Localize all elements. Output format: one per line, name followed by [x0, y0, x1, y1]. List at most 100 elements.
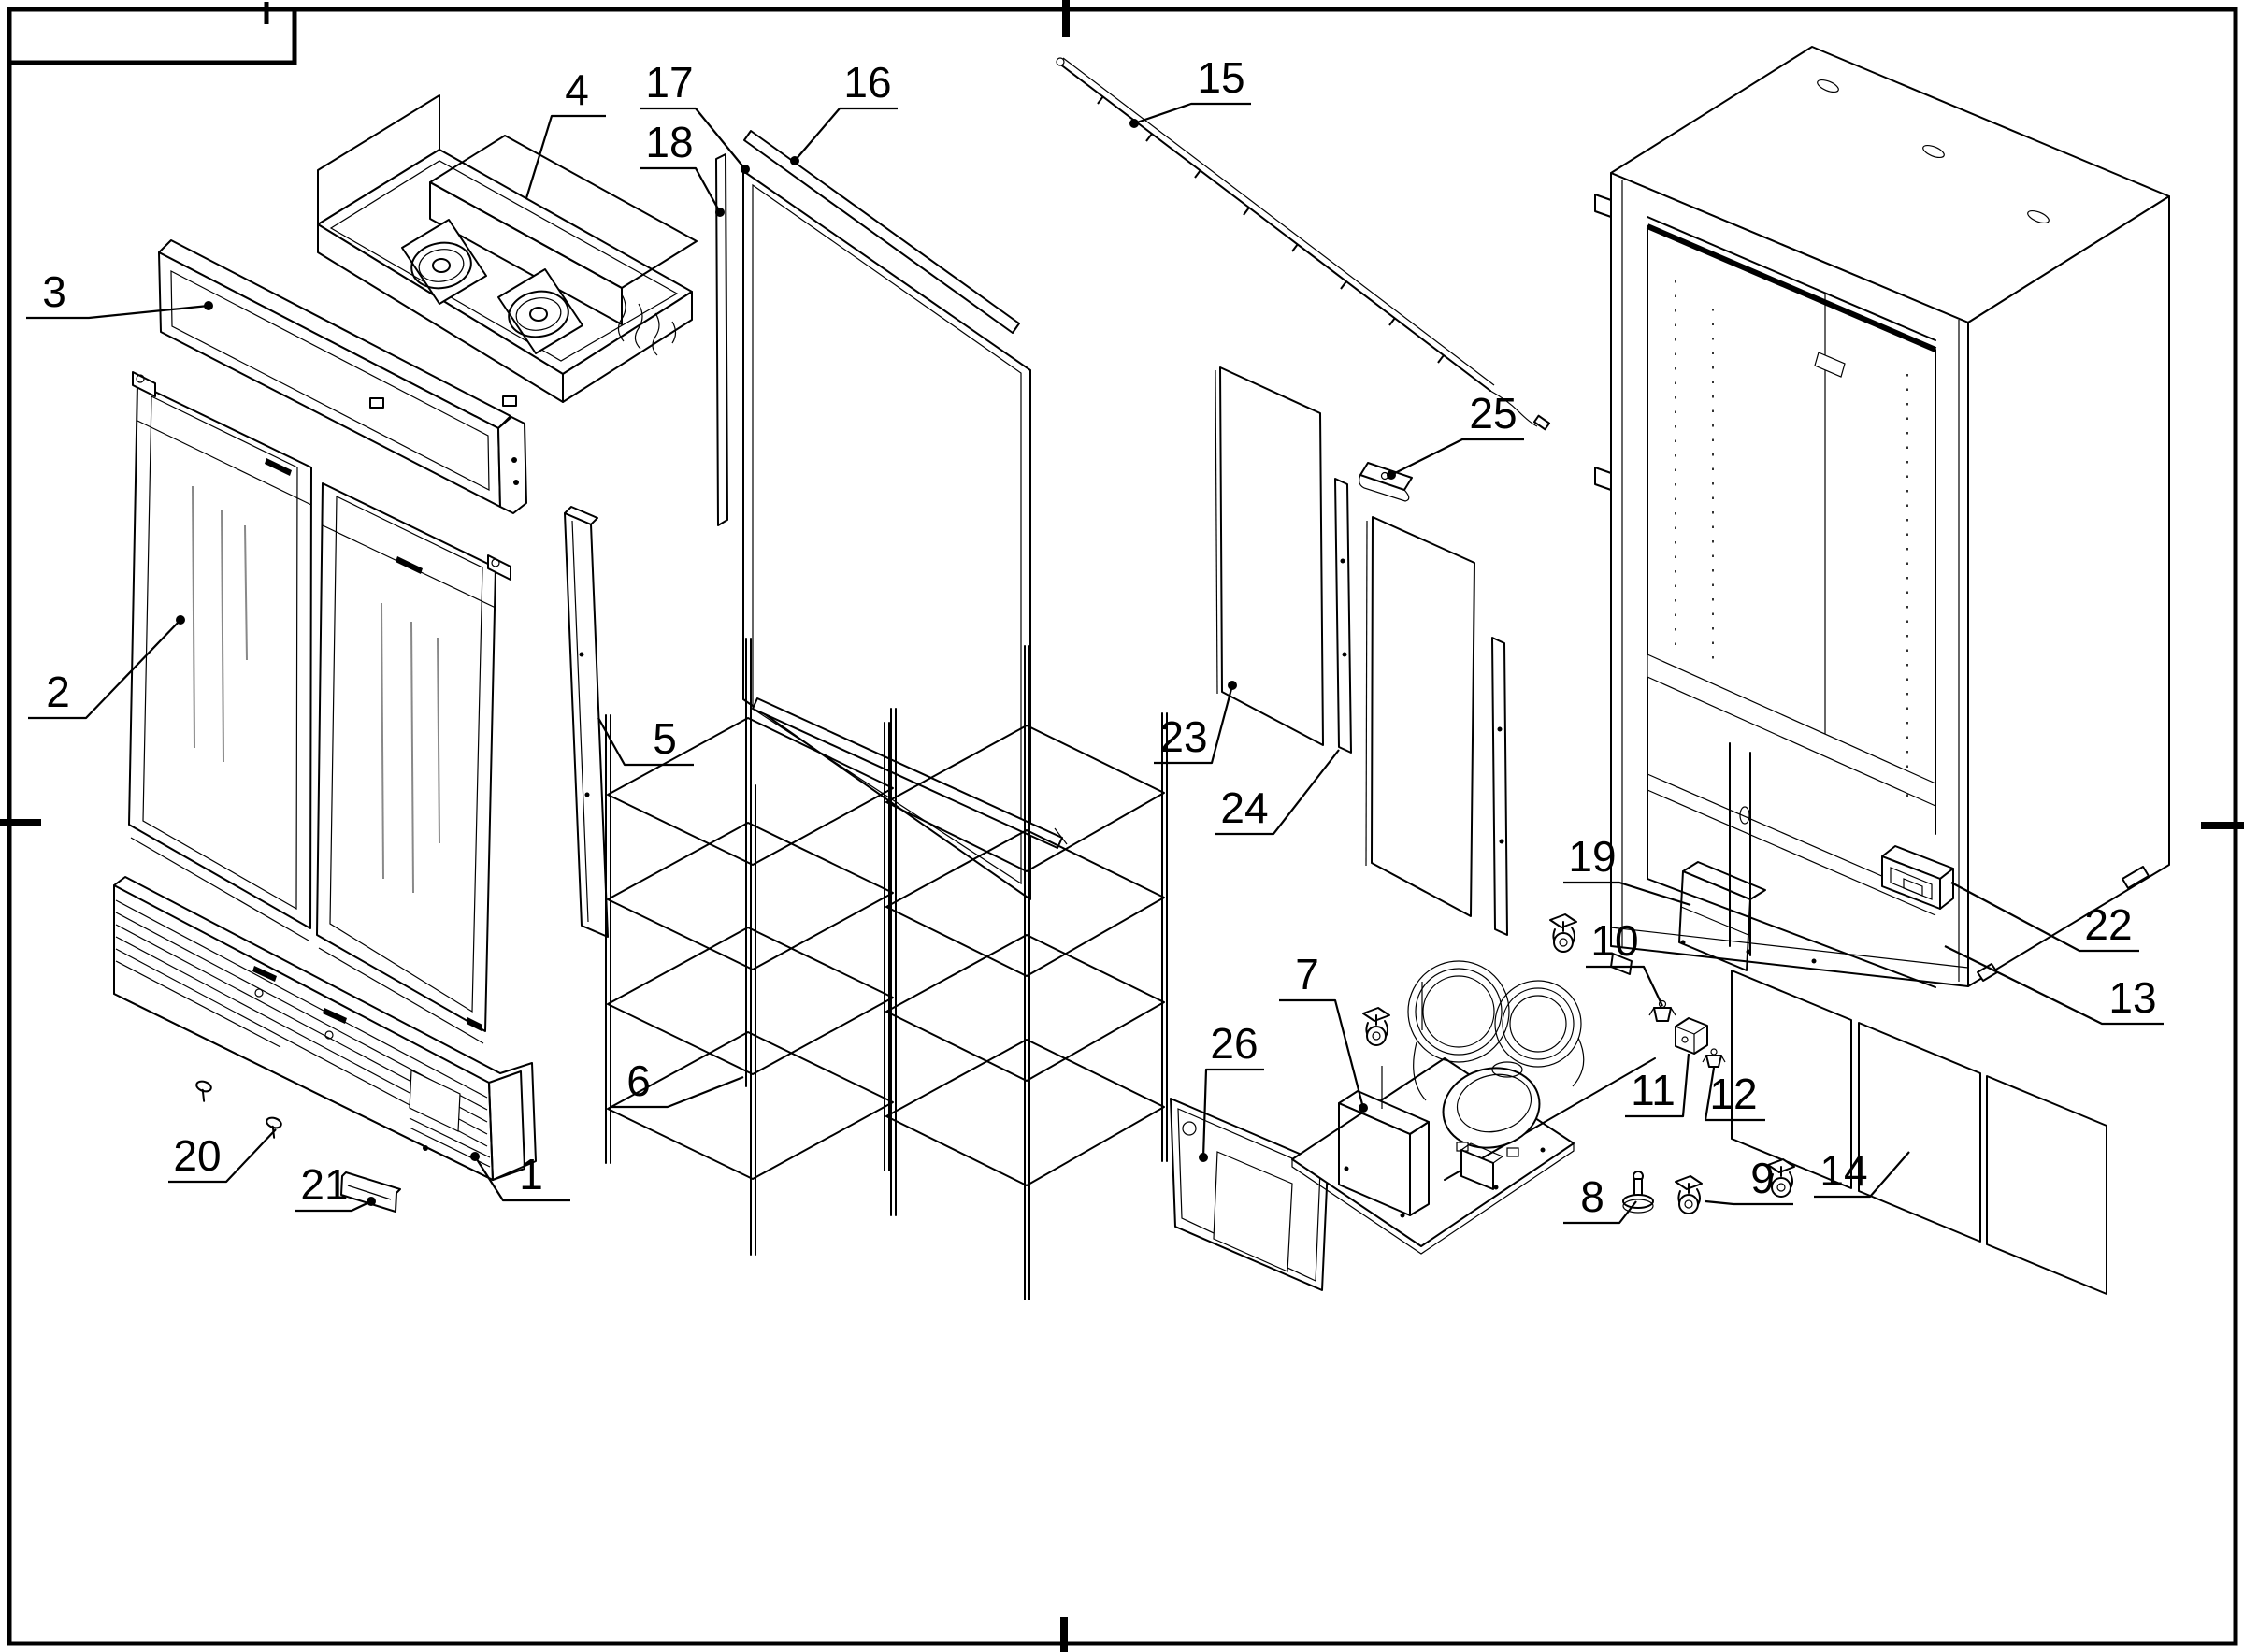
shelf-bay-rear — [884, 645, 1168, 1300]
callout-18: 18 — [640, 118, 725, 217]
callout-19-leader — [1563, 881, 1691, 907]
header-panel-part3 — [158, 239, 527, 514]
callout-5-label: 5 — [653, 714, 677, 763]
caster-icon — [1767, 1158, 1795, 1198]
callout-12-leader — [1704, 1067, 1765, 1122]
glass-side-panel-part17 — [715, 130, 1068, 900]
callout-6: 6 — [610, 1056, 744, 1109]
callout-13-label: 13 — [2108, 973, 2156, 1022]
top-trim-part16 — [743, 130, 1020, 334]
bottom-trim-strip — [752, 697, 1063, 849]
callout-16-label: 16 — [843, 58, 891, 107]
cabinet-body — [1594, 46, 2170, 988]
callout-10-leader — [1586, 965, 1663, 1007]
callout-8-leader — [1563, 1200, 1637, 1225]
callout-11-leader — [1625, 1053, 1690, 1118]
callout-9-label: 9 — [1750, 1154, 1775, 1202]
leveling-foot-part8 — [1622, 1171, 1654, 1214]
callout-23-leader — [1154, 684, 1234, 765]
rear-grille-part14 — [1731, 970, 2107, 1295]
callout-10: 10 — [1586, 916, 1663, 1007]
callout-2-label: 2 — [46, 668, 70, 716]
callout-23: 23 — [1154, 681, 1237, 765]
clip-part12 — [1702, 1048, 1726, 1068]
callout-1-leader — [474, 1156, 570, 1202]
front-trim-part18 — [715, 153, 728, 526]
callout-17-leader — [640, 107, 746, 170]
evaporator-assembly-part4 — [317, 94, 698, 409]
callout-11-label: 11 — [1631, 1066, 1676, 1114]
condensing-unit-part7 — [1291, 960, 1656, 1255]
callout-14-leader — [1814, 1151, 1910, 1199]
evaporator-fan-2 — [497, 268, 583, 354]
callout-3: 3 — [26, 267, 213, 320]
callout-17-label: 17 — [645, 58, 693, 107]
callout-20: 20 — [168, 1128, 277, 1184]
mullion-part5 — [564, 506, 609, 938]
perforated-panel-2 — [1371, 516, 1475, 917]
callout-26-label: 26 — [1210, 1019, 1258, 1068]
callout-17: 17 — [640, 58, 750, 174]
callouts: 1 2 3 4 5 6 7 8 9 10 11 12 13 14 15 16 1… — [26, 53, 2164, 1225]
callout-1: 1 — [470, 1150, 570, 1202]
callout-2-leader — [28, 619, 181, 720]
caster-icon — [1549, 913, 1577, 953]
callout-1-label: 1 — [519, 1150, 543, 1199]
callout-25-leader — [1390, 438, 1524, 476]
callout-12-label: 12 — [1709, 1070, 1757, 1118]
callout-16-leader — [794, 107, 898, 162]
callout-18-leader — [640, 166, 721, 213]
callout-6-leader — [610, 1075, 744, 1109]
callout-8: 8 — [1563, 1172, 1637, 1225]
callout-3-leader — [26, 304, 209, 320]
caster-icon — [1362, 1007, 1390, 1046]
title-strip-box — [7, 7, 297, 65]
callout-26-leader — [1201, 1068, 1264, 1158]
callout-14: 14 — [1814, 1146, 1910, 1199]
callout-16: 16 — [790, 58, 898, 165]
callout-8-label: 8 — [1580, 1172, 1604, 1221]
callout-20-leader — [168, 1128, 277, 1184]
callout-25-label: 25 — [1469, 389, 1517, 438]
callout-19: 19 — [1563, 832, 1691, 907]
glass-doors-part2 — [128, 371, 511, 1044]
callout-24: 24 — [1216, 749, 1340, 836]
callout-3-label: 3 — [42, 267, 66, 316]
callout-4: 4 — [525, 65, 606, 199]
callout-7-leader — [1279, 998, 1365, 1109]
callout-15-label: 15 — [1197, 53, 1244, 102]
callout-2: 2 — [28, 615, 185, 720]
callout-18-label: 18 — [645, 118, 693, 166]
callout-15: 15 — [1129, 53, 1251, 128]
callout-21-leader — [295, 1200, 372, 1213]
caster-part9 — [1675, 1175, 1703, 1214]
callout-12: 12 — [1704, 1067, 1765, 1122]
right-door — [316, 482, 511, 1044]
callout-14-label: 14 — [1820, 1146, 1867, 1195]
clip-part10 — [1648, 999, 1676, 1022]
left-door — [128, 371, 312, 941]
callout-5-leader — [597, 717, 694, 767]
callout-9: 9 — [1705, 1154, 1793, 1206]
screws-part20 — [195, 1080, 282, 1139]
relay-box-part11 — [1675, 1017, 1708, 1055]
panel-rail-part24 — [1491, 637, 1508, 936]
callout-25: 25 — [1387, 389, 1524, 480]
callout-20-label: 20 — [173, 1131, 221, 1180]
shelving-unit-part6 — [605, 638, 1168, 1300]
callout-15-leader — [1133, 102, 1251, 125]
callout-6-label: 6 — [626, 1056, 651, 1105]
led-strip-part15 — [1056, 57, 1551, 431]
louver-grille-part1 — [113, 876, 537, 1181]
callout-13: 13 — [1944, 945, 2164, 1026]
callout-21-label: 21 — [300, 1160, 348, 1209]
callout-23-label: 23 — [1159, 712, 1207, 761]
control-box-part22 — [1881, 845, 1954, 910]
callout-24-label: 24 — [1220, 783, 1268, 832]
clip-plate-part21 — [340, 1171, 401, 1213]
callout-7: 7 — [1279, 950, 1368, 1113]
callout-22: 22 — [1950, 882, 2139, 953]
shelf-bay-front — [605, 638, 897, 1256]
